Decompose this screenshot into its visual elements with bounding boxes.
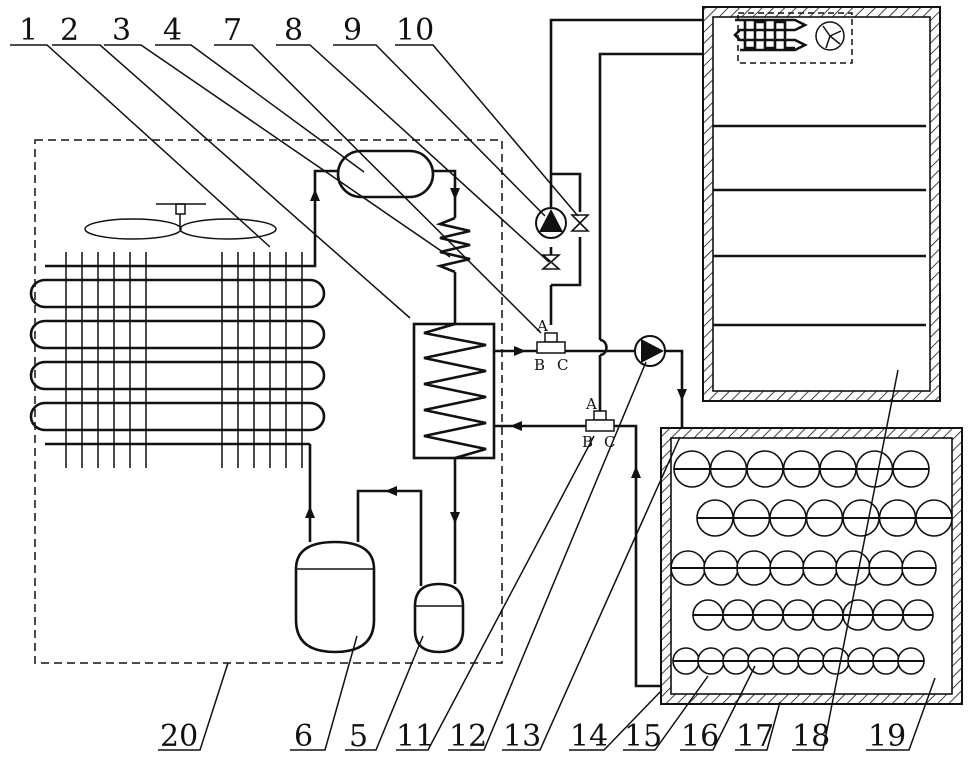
upper-cabinet: [703, 7, 940, 401]
three-way-valve-upper: [537, 333, 565, 353]
callout-1: 1: [19, 13, 38, 48]
gas-liquid-separator: [415, 584, 463, 652]
callout-14: 14: [570, 719, 608, 754]
throttle-coil: [440, 218, 470, 272]
callout-9: 9: [343, 13, 362, 48]
callout-19: 19: [868, 719, 906, 754]
shutoff-valve-10: [572, 215, 588, 231]
callout-20: 20: [160, 719, 198, 754]
callout-8: 8: [284, 13, 303, 48]
callout-13: 13: [503, 719, 541, 754]
callout-16: 16: [681, 719, 719, 754]
compressor: [296, 542, 374, 652]
refrigerant-piping: [310, 171, 455, 586]
callout-10: 10: [396, 13, 434, 48]
circulation-pump-lower: [635, 336, 665, 366]
shutoff-valve-8: [543, 255, 559, 269]
callout-18: 18: [792, 719, 830, 754]
valve-lower-port-a: A: [585, 395, 597, 413]
callout-4: 4: [163, 13, 182, 48]
callout-2: 2: [60, 13, 79, 48]
callout-11: 11: [396, 719, 434, 754]
callout-6: 6: [294, 719, 313, 754]
condenser-fan: [85, 204, 276, 239]
callout-5: 5: [349, 719, 368, 754]
callout-3: 3: [112, 13, 131, 48]
three-way-valve-lower: [586, 411, 614, 431]
callout-7: 7: [223, 13, 242, 48]
condenser-coil: [31, 252, 324, 468]
valve-upper-port-b: B: [534, 356, 545, 374]
callout-15: 15: [624, 719, 662, 754]
valve-upper-port-c: C: [557, 356, 568, 374]
valve-upper-port-a: A: [536, 317, 548, 335]
callout-12: 12: [449, 719, 487, 754]
heat-exchanger-coil: [424, 324, 486, 458]
callout-17: 17: [736, 719, 774, 754]
